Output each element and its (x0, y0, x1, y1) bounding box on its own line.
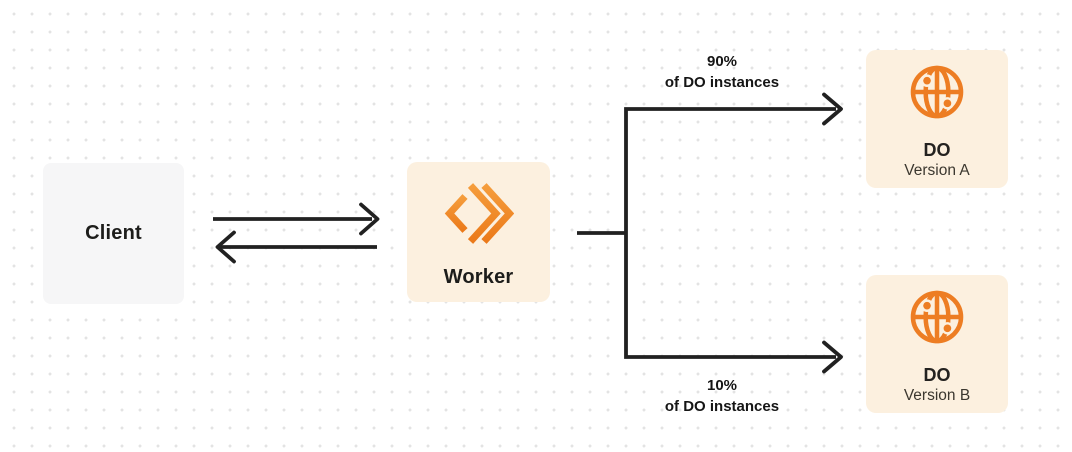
branch-bracket-line (624, 107, 836, 359)
split-bottom-percent: 10% (706, 377, 738, 394)
split-label-bottom: 10% of DO instances (622, 375, 822, 417)
globe-network-icon (910, 290, 964, 344)
branch-top-arrowhead-icon (822, 92, 843, 126)
worker-to-client-arrowhead-icon (215, 230, 236, 264)
worker-node-label: Worker (443, 266, 514, 288)
client-to-worker-arrowhead-icon (359, 202, 380, 236)
client-node: Client (43, 163, 184, 304)
split-top-caption: of DO instances (664, 74, 780, 91)
split-top-percent: 90% (706, 53, 738, 70)
split-bottom-caption: of DO instances (664, 398, 780, 415)
split-label-top: 90% of DO instances (622, 51, 822, 93)
client-node-label: Client (85, 222, 142, 244)
do-b-title: DO (923, 365, 951, 385)
do-a-title: DO (923, 140, 951, 160)
branch-bottom-arrowhead-icon (822, 340, 843, 374)
do-b-subtitle: Version B (903, 387, 971, 404)
workers-chevron-logo-icon (444, 183, 514, 244)
do-version-a-node: DO Version A (866, 50, 1008, 188)
globe-network-icon (910, 65, 964, 119)
do-a-subtitle: Version A (904, 162, 970, 179)
do-version-b-node: DO Version B (866, 275, 1008, 413)
worker-node: Worker (407, 162, 550, 302)
